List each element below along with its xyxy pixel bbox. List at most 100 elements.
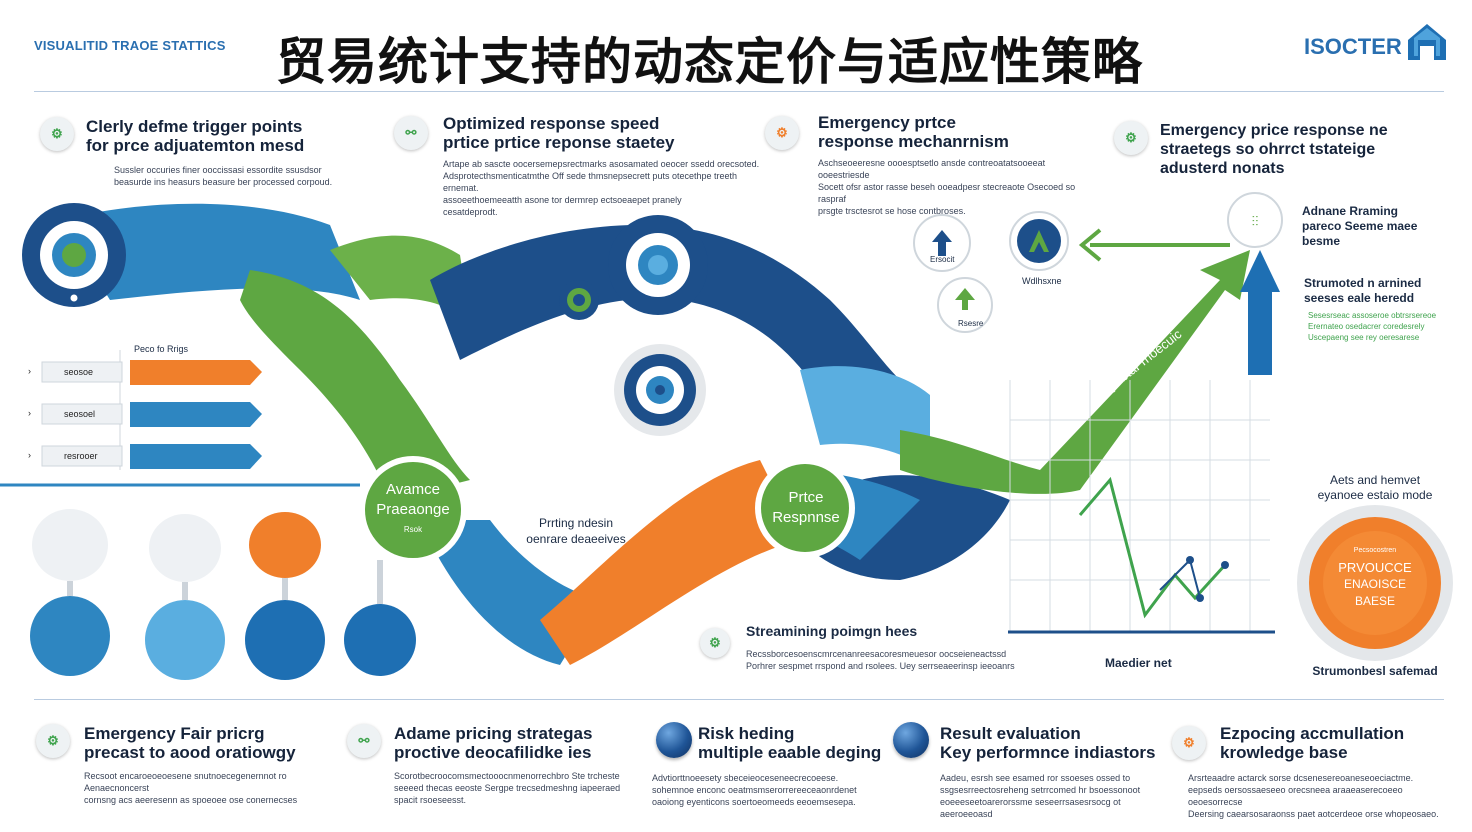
advance-line1: Avamce xyxy=(386,481,440,498)
blue-sphere-icon xyxy=(656,722,692,758)
row-marker: › xyxy=(28,408,31,418)
card-desc-line4: cesatdeprodt. xyxy=(443,207,498,217)
row-label-1: seosoe xyxy=(64,367,94,377)
card-desc-line1: Sussler occuries finer ooccissasi essord… xyxy=(114,165,322,175)
card-title-line1: Optimized response speed xyxy=(443,114,660,133)
gear-title2: eyanoee estaio mode xyxy=(1317,488,1433,502)
side1-title: Adnane Rraming xyxy=(1302,204,1399,218)
card-title-line3: adusterd nonats xyxy=(1160,160,1285,177)
node-advance xyxy=(365,462,461,558)
arrow-green-up xyxy=(900,250,1250,494)
gear-inner1: Pecsocostren xyxy=(1353,547,1397,554)
gear-link-icon: ⚙ xyxy=(36,724,70,758)
chart-label: Maedier net xyxy=(1105,656,1172,670)
tag-blue-1 xyxy=(130,402,262,427)
pricing-line1: Prrting ndesin xyxy=(538,516,614,530)
gear-orange-icon: ⚙ xyxy=(765,116,799,150)
bottom-card-4-desc: Aadeu, esrsh see esamed ror ssoeses osse… xyxy=(940,772,1160,820)
row-label-2: seosoel xyxy=(64,409,96,419)
side1-line3: besme xyxy=(1302,234,1341,248)
card-desc-line2: beasurde ins heasurs beasure ber process… xyxy=(114,177,333,187)
gear-inner-text: Pecsocostren PRVOUCCE ENAOISCE BAESE xyxy=(1315,542,1435,610)
gear-link-icon: ⚙ xyxy=(1114,121,1148,155)
hanging-bubbles xyxy=(30,509,416,680)
top-card-1: Clerly defme trigger points for prce adj… xyxy=(86,117,386,188)
card-desc-line2: Adsprotecthsmenticatmthe Off sede thmsne… xyxy=(443,171,737,193)
pricing-line2: oenrare deaeeives xyxy=(526,532,626,546)
bcard-desc3: spacit rsoeseesst. xyxy=(394,795,467,805)
bcard-desc3: eoeeeseetoarerorssme seseerrsasesrsocg o… xyxy=(940,797,1121,819)
bcard-title2: multiple eaable deging xyxy=(698,743,882,762)
card-desc-line3: prsgte trsctesrot se hose contbroses. xyxy=(818,206,966,216)
page-title: 贸易统计支持的动态定价与适应性策略 xyxy=(276,33,1143,91)
left-row-boxes xyxy=(41,361,123,467)
top-card-4: Emergency price response ne straetegs so… xyxy=(1160,121,1450,178)
streamlining-title: Streamining poimgn hees xyxy=(746,623,918,639)
gear-title: Aets and hemvet eyanoee estaio mode xyxy=(1300,473,1450,503)
left-rows-header: Peco fo Rrigs xyxy=(134,344,189,354)
bcard-desc1: Recsoot encaroeoeoesene snutnoecegenernn… xyxy=(84,771,287,793)
side2-title: Strumoted n arnined xyxy=(1304,276,1422,290)
card-title-line2: prtice prtice reponse staetey xyxy=(443,133,675,152)
flow-diagram: ⫶⫶ xyxy=(0,192,1453,680)
top-card-2: Optimized response speed prtice prtice r… xyxy=(443,114,763,218)
streamlining-desc2: Porhrer sespmet rrspond and rsolees. Uey… xyxy=(746,661,1015,671)
rate-circle-label: Rsesre xyxy=(958,319,984,328)
band-navy xyxy=(430,225,900,380)
growth-circle-label: Wdlhsxne xyxy=(1022,276,1062,286)
bcard-desc2: seeeed thecas eeoste Sergpe trecsedmeshn… xyxy=(394,783,621,793)
side2-desc1: Sesesrseac assoseroe obtrsrsereoe xyxy=(1308,311,1437,320)
bcard-title2: Key performnce indiastors xyxy=(940,743,1156,762)
gear-orange-icon: ⚙ xyxy=(1172,726,1206,760)
chart-green-line xyxy=(1078,476,1227,619)
bcard-desc1: Aadeu, esrsh see esamed ror ssoeses osse… xyxy=(940,773,1131,783)
bottom-card-1: Emergency Fair pricrg precast to aood or… xyxy=(84,724,334,806)
gear-orange xyxy=(1297,505,1453,661)
bcard-desc1: Advtiorttnoeesety sbeceieoceseneecrecoee… xyxy=(652,773,839,783)
side2-desc3: Uscepaeng see rey oeresarese xyxy=(1308,333,1420,342)
bcard-desc1: Arsrteaadre actarck sorse dcsenesereoane… xyxy=(1188,773,1414,783)
price-node-label: Prtce Respnnse xyxy=(766,488,846,528)
brand-right: ISOCTER xyxy=(1304,34,1402,59)
building-logo-icon xyxy=(1408,24,1446,60)
node-left-core xyxy=(62,243,86,267)
gear-link-icon: ⚙ xyxy=(40,117,74,151)
card-desc-line1: Artape ab sascte oocersemepsrectmarks as… xyxy=(443,159,760,169)
bottom-card-4: Result evaluation Key performnce indiast… xyxy=(940,724,1160,762)
bottom-card-3: Risk heding multiple eaable deging xyxy=(698,724,898,762)
row-marker: › xyxy=(28,450,31,460)
bcard-desc2: cornsng acs aeeresenn as spoeoee ose con… xyxy=(84,795,298,805)
band-light-blue xyxy=(800,366,930,470)
advance-sub: Rsok xyxy=(403,525,423,534)
header-divider xyxy=(34,91,1444,92)
card-title-line1: Emergency prtce xyxy=(818,113,956,132)
gear-inner3: ENAOISCE xyxy=(1343,577,1406,591)
gear-title1: Aets and hemvet xyxy=(1329,473,1421,487)
gear-inner2: PRVOUCCE xyxy=(1338,560,1412,575)
side1-line2: pareco Seeme maee xyxy=(1302,219,1418,233)
node-price xyxy=(761,464,849,552)
bcard-title2: proctive deocafilidke ies xyxy=(394,743,592,762)
band-blue-top xyxy=(60,203,360,300)
card-title-line2: straetegs so ohrrct tstateige xyxy=(1160,141,1376,158)
pricing-decisions-label: Prrting ndesin oenrare deaeeives xyxy=(506,515,646,547)
blue-sphere-icon xyxy=(893,722,929,758)
link-icon: ⚯ xyxy=(347,724,381,758)
side-block-2-desc: Sesesrseac assoseroe obtrsrsereoe Ererna… xyxy=(1308,310,1436,343)
bcard-desc2: ssgsesrreectosreheng setrrcomed hr bsoes… xyxy=(940,785,1141,795)
bottom-card-2: Adame pricing strategas proctive deocafi… xyxy=(394,724,644,806)
card-title-line1: Emergency price response ne xyxy=(1160,122,1388,139)
bottom-card-3-desc: Advtiorttnoeesety sbeceieoceseneecrecoee… xyxy=(652,772,882,808)
price-line2: Respnnse xyxy=(772,509,840,526)
price-line1: Prtce xyxy=(788,489,824,506)
bcard-title2: krowledge base xyxy=(1220,743,1348,762)
row-marker: › xyxy=(28,366,31,376)
bcard-title1: Adame pricing strategas xyxy=(394,724,593,743)
side-block-1: Adnane Rraming pareco Seeme maee besme xyxy=(1302,204,1417,249)
up-circle-label: Ersocit xyxy=(930,255,955,264)
bcard-desc1: Scorotbecroocomsmectooocnmenorrechbro St… xyxy=(394,771,620,781)
card-title-line1: Clerly defme trigger points xyxy=(86,117,303,136)
arrow-blue-up xyxy=(1248,290,1272,375)
circle-gauge xyxy=(1227,192,1283,248)
streamlining-desc1: Recssborcesoenscmrcenanreesacoresmeuesor… xyxy=(746,649,1007,659)
